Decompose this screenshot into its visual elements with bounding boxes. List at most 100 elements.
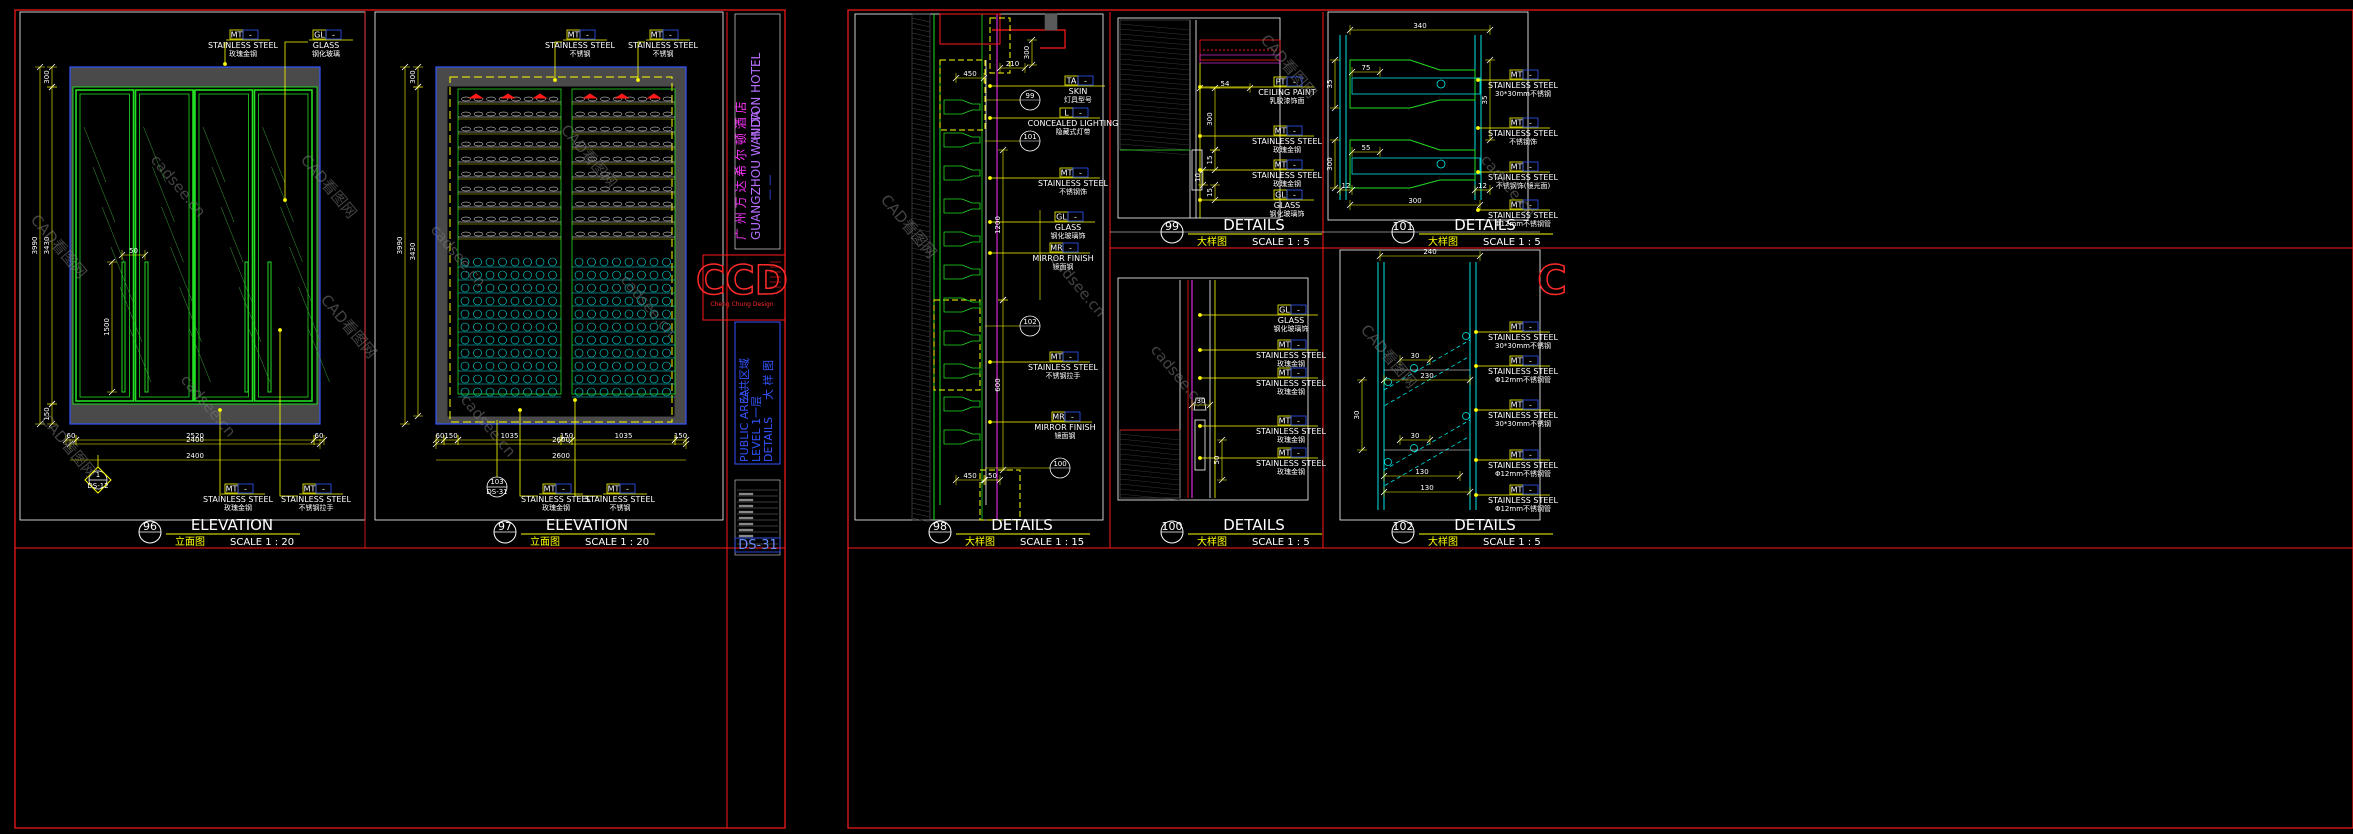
tag-97-d-en: STAINLESS STEEL (585, 495, 655, 504)
tag-96-a-value-box (242, 29, 259, 40)
ceiling-hatch (1206, 48, 1210, 52)
bottle-end (649, 283, 659, 293)
tag-98-1-cn: 隐藏式灯带 (1056, 127, 1091, 136)
bottle-end (574, 270, 584, 280)
bottle-end (649, 374, 659, 384)
dim-97-h1-label: 3430 (409, 243, 417, 261)
ceiling-hatch (1262, 48, 1266, 52)
tag-100-1-value-box (1290, 339, 1307, 350)
bottle-end (637, 257, 646, 267)
bottle-section-1 (1349, 139, 1476, 189)
tag-96-b-code: GL (314, 31, 325, 40)
tag-99-2-code: MT (1275, 161, 1287, 170)
info-row-text (738, 504, 754, 508)
bottle-lying (523, 171, 534, 177)
bottle-lying (637, 186, 648, 192)
dim-96-side-l-label: 60 (67, 432, 76, 440)
bottle-end (485, 361, 495, 371)
tag-97-d-value-box (619, 483, 636, 494)
bottle-lying (548, 171, 559, 177)
area-en: PUBLIC AREA (738, 389, 751, 462)
door-handle-4 (267, 261, 272, 393)
bottle-end (637, 296, 646, 306)
wall-hatch (911, 332, 931, 338)
wall-hatch (911, 227, 931, 233)
bottle-end (460, 283, 470, 293)
leader-97-d-dot (573, 398, 577, 402)
bottle-lying (600, 171, 610, 177)
bottle-lying (486, 126, 496, 132)
bottle-end (485, 309, 495, 319)
tag-99-1-value-box (1286, 125, 1303, 136)
wall-hatch-99 (1119, 83, 1191, 91)
bottle-end (662, 374, 671, 384)
tag-99-2-en: STAINLESS STEEL (1252, 171, 1322, 180)
bottle-end (612, 283, 621, 293)
wall-hatch-99 (1119, 143, 1191, 151)
bottle-end (523, 296, 532, 306)
bottle-lying (473, 171, 484, 177)
bottle-end (523, 283, 532, 293)
view-scale-d101: SCALE 1 : 5 (1483, 237, 1541, 248)
wall-hatch (911, 357, 931, 363)
wall-hatch-99 (1119, 48, 1191, 56)
dim-97-b-label: 150 (560, 432, 573, 440)
wall-hatch (911, 242, 931, 248)
wall-hatch (911, 52, 931, 58)
bottle-lying (637, 171, 648, 177)
tag-97-b-code: MT (651, 31, 663, 40)
wall-hatch (911, 302, 931, 308)
wall-hatch (911, 212, 931, 218)
tag-101-3-code: MT (1511, 201, 1523, 210)
bottle-lying (473, 126, 484, 132)
dim-100-b-label: 50 (1213, 456, 1221, 465)
dim-100-a-label: 30 (1197, 397, 1206, 405)
project-name-en-1: GUANGZHOU WANDA (749, 110, 763, 240)
tag-102-0-en: STAINLESS STEEL (1488, 333, 1558, 342)
dim-102-a-label: 230 (1420, 372, 1433, 380)
bottle-lying (523, 231, 534, 237)
bottle-lying (650, 186, 660, 192)
bottle-lying (662, 111, 673, 117)
bottle-end (498, 283, 507, 293)
bottle-profile (943, 165, 981, 181)
bottle-end (473, 270, 482, 280)
bottle-end (510, 309, 520, 319)
ceiling-hatch (1210, 48, 1214, 52)
leader-98-0-dot (988, 84, 992, 88)
titleblock-project-box (734, 13, 781, 250)
bottle-end (498, 309, 507, 319)
tag-102-0-value: - (1529, 323, 1532, 332)
tag-102-4-en: STAINLESS STEEL (1488, 496, 1558, 505)
wall-hatch (911, 272, 931, 278)
bottle-end (637, 348, 646, 358)
bottle-end (612, 361, 621, 371)
tag-98-6-code: MR (1052, 413, 1065, 422)
wall-hatch (911, 122, 931, 128)
wall-hatch (911, 277, 931, 283)
wall-hatch (911, 157, 931, 163)
tag-101-0-en: STAINLESS STEEL (1488, 81, 1558, 90)
bottle-lying (575, 156, 585, 162)
glass-door-inner-2 (139, 93, 190, 398)
wall-hatch (911, 397, 931, 403)
tag-100-4-cn: 玫瑰金钢 (1277, 467, 1305, 476)
rod-102-c-1 (1462, 412, 1470, 420)
wall-hatch (911, 152, 931, 158)
bottle-end (637, 283, 646, 293)
tag-98-6-en: MIRROR FINISH (1034, 423, 1095, 432)
tag-102-4-code: MT (1511, 486, 1523, 495)
view-subtitle-d102: 大样图 (1428, 535, 1458, 548)
bottle-end (548, 283, 557, 293)
ceiling-hatch (1230, 48, 1234, 52)
bottle-lying (486, 96, 496, 102)
bottle-end (637, 335, 646, 345)
bottle-lying (511, 231, 521, 237)
tag-102-2-value: - (1529, 401, 1532, 410)
detail-callout-label-102: 102 (1023, 318, 1036, 326)
dim-101-i-label: 300 (1408, 197, 1421, 205)
bottle-end (485, 296, 495, 306)
bottle-end (662, 348, 671, 358)
bottle-end (649, 322, 659, 332)
